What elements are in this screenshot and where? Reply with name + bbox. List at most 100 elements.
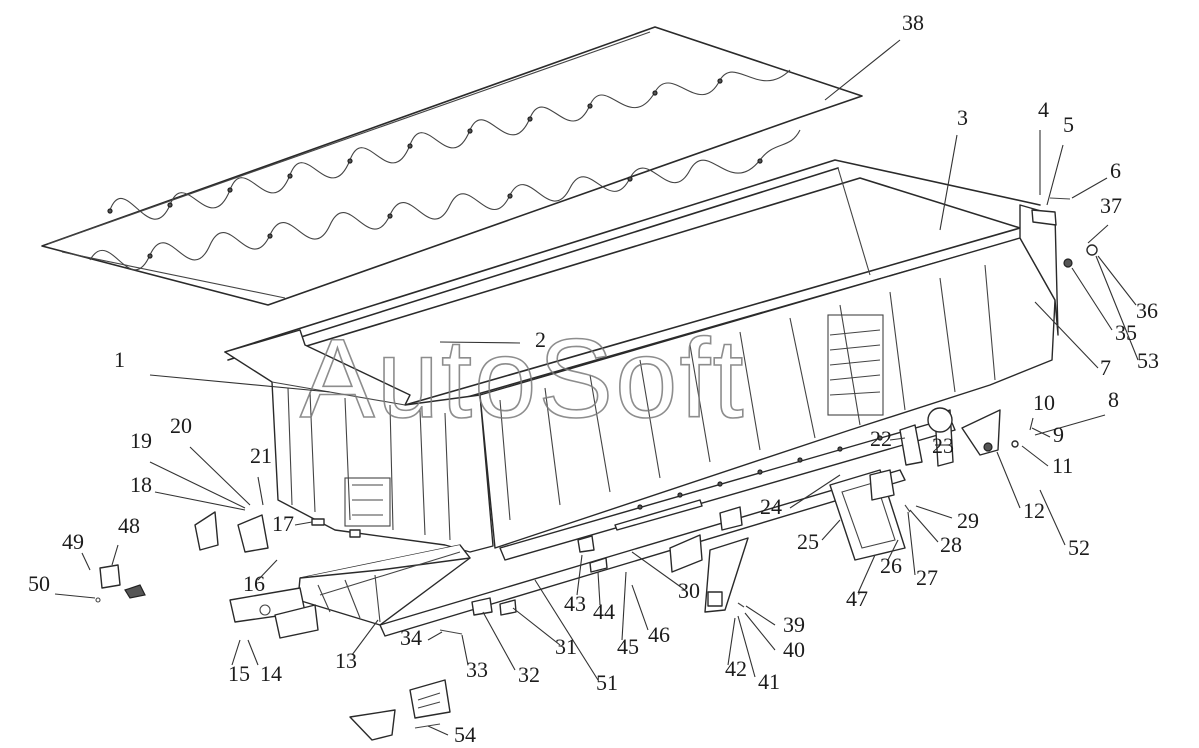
- callout-42: 42: [725, 656, 747, 681]
- leader-line-12: [996, 451, 1021, 509]
- callout-41: 41: [758, 669, 780, 694]
- callout-20: 20: [170, 413, 192, 438]
- small-parts: [95, 197, 1098, 741]
- leader-line-27: [907, 511, 916, 576]
- leader-line-21: [257, 476, 264, 506]
- callout-37: 37: [1100, 193, 1122, 218]
- leader-line-3: [939, 134, 958, 231]
- callout-24: 24: [760, 494, 782, 519]
- leader-line-24: [789, 474, 841, 509]
- leader-line-20: [189, 446, 251, 506]
- leader-line-46: [631, 584, 649, 631]
- callout-34: 34: [400, 625, 422, 650]
- callout-9: 9: [1053, 422, 1064, 447]
- callout-51: 51: [596, 670, 618, 695]
- leader-line-19: [149, 461, 246, 509]
- callout-25: 25: [797, 529, 819, 554]
- callout-23: 23: [932, 433, 954, 458]
- callout-17: 17: [272, 511, 294, 536]
- callout-40: 40: [783, 637, 805, 662]
- callout-44: 44: [593, 599, 615, 624]
- callout-31: 31: [555, 634, 577, 659]
- leader-line-42: [727, 617, 736, 666]
- callout-19: 19: [130, 428, 152, 453]
- callout-30: 30: [678, 578, 700, 603]
- leader-line-11: [1021, 445, 1049, 467]
- callout-47: 47: [846, 586, 868, 611]
- leader-line-44: [597, 571, 601, 606]
- leader-line-14: [247, 639, 259, 666]
- callout-48: 48: [118, 513, 140, 538]
- callout-39: 39: [783, 612, 805, 637]
- leader-lines: [54, 39, 1139, 736]
- leader-line-35: [1071, 267, 1113, 331]
- callout-4: 4: [1038, 97, 1049, 122]
- leader-line-6: [1071, 177, 1108, 199]
- leader-line-22: [889, 437, 906, 441]
- callout-1: 1: [114, 347, 125, 372]
- leader-line-53: [1095, 255, 1139, 361]
- callout-43: 43: [564, 591, 586, 616]
- leader-line-7: [1034, 301, 1099, 369]
- leader-line-25: [821, 519, 841, 541]
- leader-line-9: [1031, 427, 1051, 438]
- leader-line-15: [231, 639, 241, 666]
- leader-line-34: [427, 631, 443, 641]
- leader-line-33: [461, 634, 469, 666]
- leader-line-39: [745, 605, 776, 626]
- callout-10: 10: [1033, 390, 1055, 415]
- callout-38: 38: [902, 10, 924, 35]
- callout-53: 53: [1137, 348, 1159, 373]
- callout-16: 16: [243, 571, 265, 596]
- tarpaulin-cover: [41, 26, 863, 306]
- callout-13: 13: [335, 648, 357, 673]
- leader-line-51: [534, 579, 599, 681]
- leader-line-47: [857, 554, 876, 594]
- leader-line-54: [427, 725, 449, 736]
- leader-line-50: [54, 593, 96, 599]
- callout-2: 2: [535, 327, 546, 352]
- leader-line-49: [81, 552, 91, 571]
- watermark-text: AutoSoft: [300, 316, 746, 441]
- callout-21: 21: [250, 443, 272, 468]
- leader-line-43: [576, 554, 583, 596]
- callout-8: 8: [1108, 387, 1119, 412]
- leader-line-18: [154, 491, 246, 511]
- callout-29: 29: [957, 508, 979, 533]
- leader-line-13: [351, 619, 379, 656]
- leader-line-28: [909, 509, 939, 543]
- leader-line-2: [439, 341, 521, 344]
- callout-6: 6: [1110, 158, 1121, 183]
- leader-line-38: [824, 39, 901, 101]
- callout-14: 14: [260, 661, 282, 686]
- callout-46: 46: [648, 622, 670, 647]
- callout-7: 7: [1100, 355, 1111, 380]
- leader-line-17: [294, 521, 313, 526]
- leader-line-31: [512, 607, 561, 646]
- leader-line-1: [149, 374, 331, 393]
- leader-line-16: [257, 559, 278, 581]
- leader-line-30: [631, 551, 686, 591]
- leader-line-37: [1087, 224, 1109, 244]
- callout-22: 22: [870, 426, 892, 451]
- leader-line-32: [482, 611, 516, 671]
- callout-45: 45: [617, 634, 639, 659]
- leader-line-26: [887, 539, 899, 561]
- leader-line-36: [1097, 255, 1137, 306]
- callout-36: 36: [1136, 298, 1158, 323]
- callout-28: 28: [940, 532, 962, 557]
- callout-33: 33: [466, 657, 488, 682]
- leader-line-41: [737, 615, 756, 678]
- callout-12: 12: [1023, 498, 1045, 523]
- leader-line-45: [621, 571, 627, 641]
- callout-5: 5: [1063, 112, 1074, 137]
- callout-35: 35: [1115, 320, 1137, 345]
- leader-line-40: [744, 612, 776, 651]
- leader-line-29: [915, 505, 953, 519]
- callout-54: 54: [454, 722, 476, 747]
- callout-49: 49: [62, 529, 84, 554]
- leader-line-48: [111, 544, 119, 566]
- leader-line-52: [1039, 489, 1066, 546]
